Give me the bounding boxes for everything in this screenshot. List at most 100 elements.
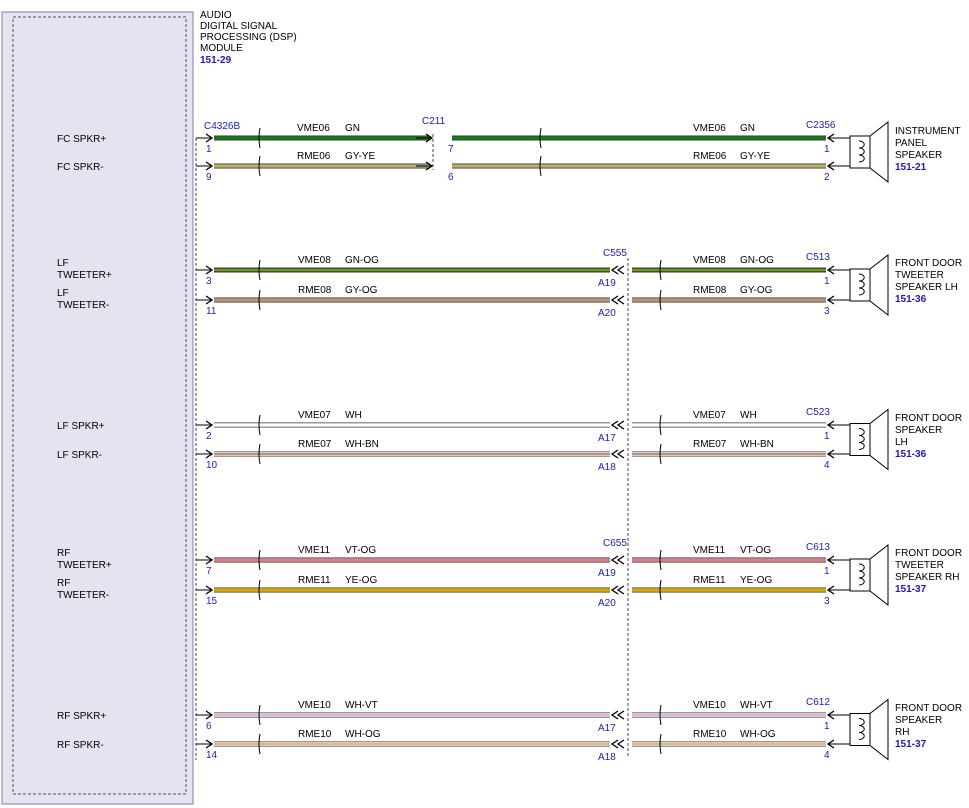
inline-connector-arrow: [610, 420, 619, 430]
inline-pin-number: A20: [598, 308, 616, 319]
module-pin-arrow: [205, 133, 214, 143]
speaker-name: SPEAKER RH: [895, 572, 959, 583]
wire-color-code: GY-YE: [740, 151, 771, 162]
speaker-name: FRONT DOOR: [895, 548, 962, 559]
wire-break-mark: [659, 733, 662, 755]
wire-break-mark: [659, 704, 662, 726]
circuit-id: RME10: [298, 729, 332, 740]
wire-break-mark: [539, 127, 542, 149]
inline-connector-arrow: [610, 265, 619, 275]
module-connector-label: C4326B: [204, 121, 240, 132]
inline-pin-number: A19: [598, 568, 616, 579]
wire-break-mark: [659, 259, 662, 281]
circuit-id: RME06: [693, 151, 727, 162]
pin-label: TWEETER-: [57, 590, 109, 601]
circuit-id: RME07: [693, 439, 727, 450]
dsp-module-box: [1, 11, 194, 805]
module-pin-number: 6: [206, 721, 212, 732]
wire-break-mark: [659, 579, 662, 601]
pin-label: RF: [57, 578, 70, 589]
speaker-coil-icon: [858, 563, 865, 586]
speaker-cone: [869, 543, 889, 607]
speaker-name: LH: [895, 437, 908, 448]
wire-color-code: GY-OG: [740, 285, 773, 296]
wire-color-code: GN: [740, 123, 755, 134]
speaker-name: FRONT DOOR: [895, 258, 962, 269]
speaker-name: SPEAKER: [895, 715, 942, 726]
circuit-id: VME08: [298, 255, 331, 266]
circuit-id: RME11: [298, 575, 331, 586]
inline-connector-arrow: [610, 585, 619, 595]
inline-connector-arrow: [616, 739, 625, 749]
speaker-connector-label: C613: [806, 542, 830, 553]
inline-pin-number: 6: [448, 172, 454, 183]
speaker-pin-number: 2: [824, 172, 830, 183]
circuit-id: VME11: [298, 545, 330, 556]
speaker-pin-number: 3: [824, 596, 830, 607]
inline-connector-arrow: [616, 265, 625, 275]
module-pin-number: 10: [206, 460, 218, 471]
inline-pin-number: A17: [598, 723, 616, 734]
module-pin-number: 2: [206, 431, 212, 442]
speaker-pin-number: 1: [824, 431, 830, 442]
speaker-name: TWEETER: [895, 560, 944, 571]
speaker-ref: 151-21: [895, 162, 927, 173]
wire-color-code: GN-OG: [740, 255, 774, 266]
pin-label: FC SPKR+: [57, 134, 106, 145]
pin-label: TWEETER+: [57, 270, 112, 281]
inline-connector-arrow: [610, 739, 619, 749]
wire-break-mark: [258, 704, 261, 726]
speaker-ref: 151-36: [895, 449, 927, 460]
dsp-module-inner-outline: [12, 16, 187, 795]
wire-break-mark: [258, 127, 261, 149]
pin-label: TWEETER-: [57, 300, 109, 311]
wire-break-mark: [258, 259, 261, 281]
pin-label: LF SPKR-: [57, 450, 102, 461]
speaker-pin-number: 4: [824, 460, 830, 471]
module-title-line: MODULE: [200, 43, 243, 54]
wire-color-code: VT-OG: [740, 545, 771, 556]
module-pin-number: 7: [206, 566, 212, 577]
speaker-cone: [869, 120, 889, 184]
wire-break-mark: [659, 414, 662, 436]
circuit-id: RME08: [298, 285, 332, 296]
wire-color-code: GY-OG: [345, 285, 378, 296]
module-pin-arrow: [205, 161, 214, 171]
module-pin-number: 1: [206, 144, 212, 155]
circuit-id: VME10: [298, 700, 331, 711]
wire-break-mark: [258, 289, 261, 311]
speaker-name: PANEL: [895, 138, 927, 149]
module-pin-arrow: [205, 265, 214, 275]
module-pin-arrow: [205, 585, 214, 595]
wire-color-code: WH: [740, 410, 757, 421]
module-title: AUDIO DIGITAL SIGNAL PROCESSING (DSP) MO…: [200, 10, 297, 66]
pin-label: RF SPKR+: [57, 711, 106, 722]
wire-color-code: GN-OG: [345, 255, 379, 266]
inline-connector-label: C211: [422, 116, 446, 127]
wire-color-code: WH-BN: [345, 439, 379, 450]
wire-color-code: WH-VT: [740, 700, 773, 711]
speaker-name: SPEAKER: [895, 150, 942, 161]
wire-color-code: WH-VT: [345, 700, 378, 711]
wire-break-mark: [258, 443, 261, 465]
module-title-line: PROCESSING (DSP): [200, 32, 297, 43]
inline-connector-arrow: [616, 449, 625, 459]
circuit-id: RME11: [693, 575, 726, 586]
module-pin-number: 3: [206, 276, 212, 287]
speaker-coil-icon: [858, 140, 865, 163]
wire-break-mark: [258, 733, 261, 755]
module-pin-number: 11: [206, 306, 217, 317]
inline-connector-arrow: [616, 555, 625, 565]
speaker-connector-label: C2356: [806, 120, 836, 131]
wire-color-code: WH-OG: [345, 729, 381, 740]
module-pin-arrow: [205, 449, 214, 459]
inline-connector-arrow: [616, 420, 625, 430]
inline-connector-label: C555: [603, 248, 627, 259]
wire-color-code: VT-OG: [345, 545, 376, 556]
inline-connector-arrow: [425, 133, 434, 143]
